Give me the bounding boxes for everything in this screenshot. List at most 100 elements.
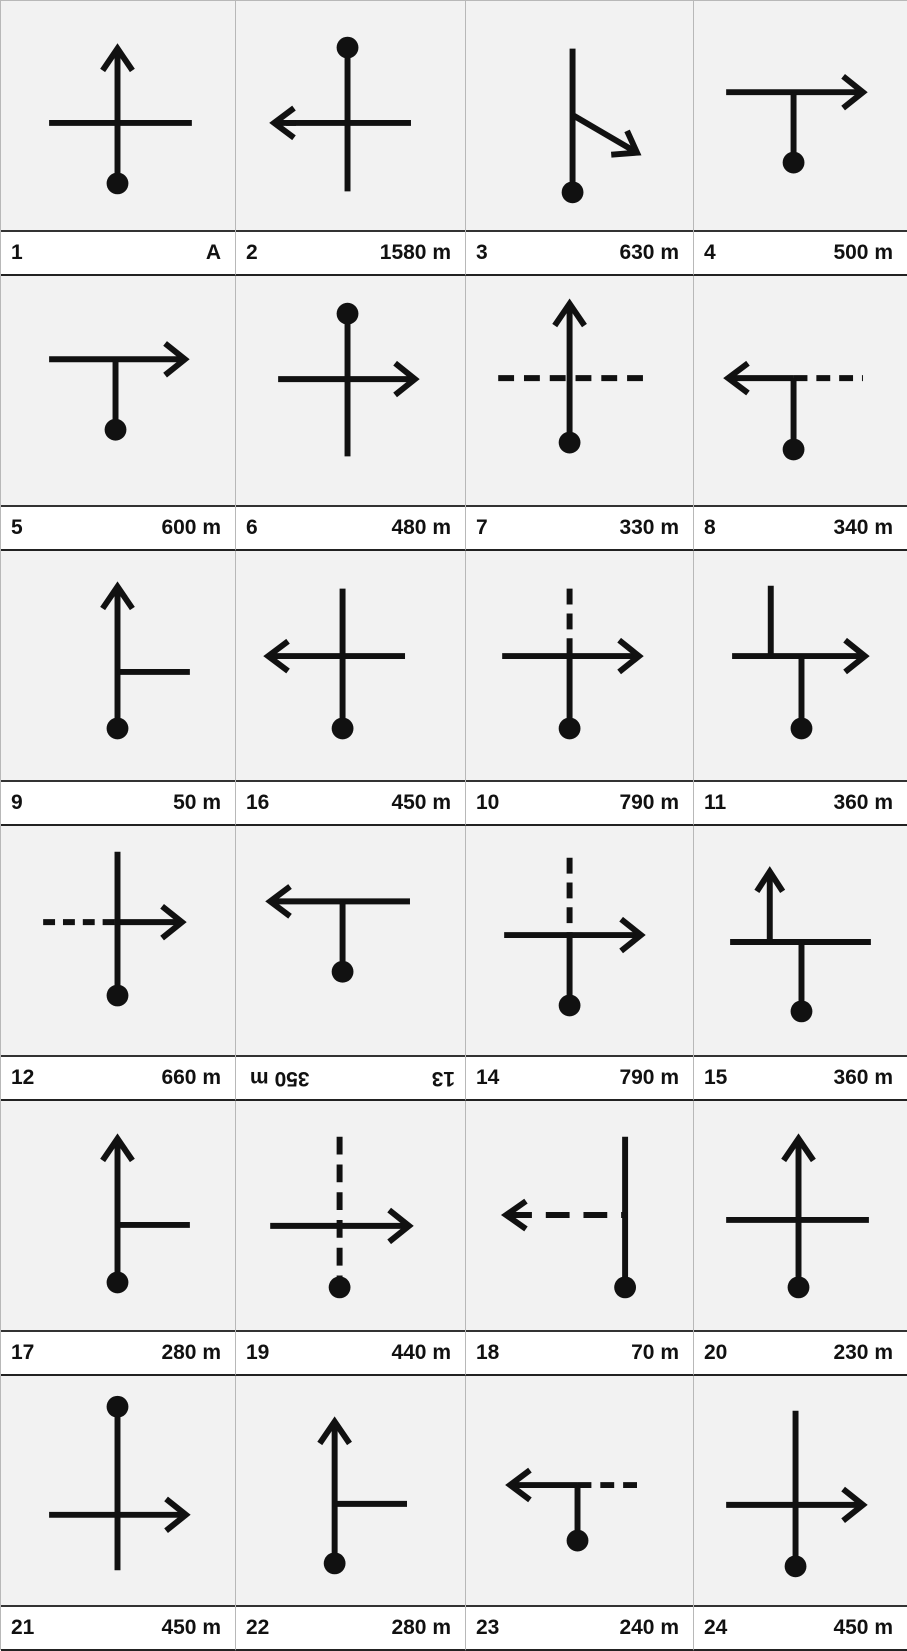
route-cell: 2 1580 m <box>236 1 466 276</box>
route-number: 3 <box>476 241 488 264</box>
right-turn-dashed-top-crossroads-icon <box>466 551 693 782</box>
route-number: 14 <box>476 1066 500 1089</box>
route-distance: 330 m <box>619 516 679 539</box>
right-turn-dashed-top-crossroads-icon <box>466 826 693 1057</box>
route-cell: 23 240 m <box>466 1376 694 1651</box>
route-caption: 5 600 m <box>1 507 235 549</box>
route-cell: 8 340 m <box>694 276 907 551</box>
route-number: 23 <box>476 1616 500 1639</box>
route-caption: 8 340 m <box>694 507 907 549</box>
route-caption: 1 A <box>1 232 235 274</box>
route-cell: 3 630 m <box>466 1 694 276</box>
route-number: 8 <box>704 516 716 539</box>
route-distance: 440 m <box>391 1341 451 1364</box>
route-distance: 500 m <box>833 241 893 264</box>
route-number: 24 <box>704 1616 728 1639</box>
route-distance: 230 m <box>833 1341 893 1364</box>
route-number: 7 <box>476 516 488 539</box>
right-t-junction-icon <box>1 276 235 507</box>
straight-left-staggered-junction-icon <box>694 826 907 1057</box>
route-distance: 340 m <box>833 516 893 539</box>
right-turn-crossroads-icon <box>236 276 465 507</box>
route-caption: 15 360 m <box>694 1057 907 1099</box>
route-caption: 23 240 m <box>466 1607 693 1649</box>
route-cell: 24 450 m <box>694 1376 907 1651</box>
route-caption: 24 450 m <box>694 1607 907 1649</box>
route-caption: 7 330 m <box>466 507 693 549</box>
route-cell: 18 70 m <box>466 1101 694 1376</box>
route-cell: 6 480 m <box>236 276 466 551</box>
route-caption: 14 790 m <box>466 1057 693 1099</box>
route-distance: 450 m <box>161 1616 221 1639</box>
route-number: 1 <box>11 241 23 264</box>
route-cell: 16 450 m <box>236 551 466 826</box>
route-cell: 21 450 m <box>1 1376 236 1651</box>
route-number: 15 <box>704 1066 728 1089</box>
right-staggered-junction-icon <box>694 551 907 782</box>
right-turn-dashed-left-crossroads-icon <box>1 826 235 1057</box>
right-turn-dashed-crossroads-icon <box>236 1101 465 1332</box>
route-caption: 6 480 m <box>236 507 465 549</box>
route-cell: 15 360 m <box>694 826 907 1101</box>
straight-right-side-junction-icon <box>1 551 235 782</box>
route-caption: 22 280 m <box>236 1607 465 1649</box>
route-number: 9 <box>11 791 23 814</box>
route-cell: 11 360 m <box>694 551 907 826</box>
route-number: 18 <box>476 1341 500 1364</box>
route-cell: 1 A <box>1 1 236 276</box>
route-distance: A <box>205 241 221 264</box>
left-turn-crossroads-icon <box>236 1 465 232</box>
route-distance: 70 m <box>631 1341 679 1364</box>
route-cell: 5 600 m <box>1 276 236 551</box>
route-distance: 660 m <box>161 1066 221 1089</box>
route-number: 6 <box>246 516 258 539</box>
route-number: 22 <box>246 1616 270 1639</box>
route-number: 21 <box>11 1616 35 1639</box>
right-turn-crossroads-icon <box>694 1376 907 1607</box>
route-number: 13 <box>431 1067 455 1090</box>
route-cell: 13 350 m <box>236 826 466 1101</box>
route-number: 4 <box>704 241 716 264</box>
route-cell: 7 330 m <box>466 276 694 551</box>
straight-right-side-junction-icon <box>236 1376 465 1607</box>
route-distance: 600 m <box>161 516 221 539</box>
route-distance: 480 m <box>391 516 451 539</box>
straight-crossroads-icon <box>694 1101 907 1332</box>
route-caption: 2 1580 m <box>236 232 465 274</box>
bear-right-fork-icon <box>466 1 693 232</box>
right-turn-crossroads-icon <box>1 1376 235 1607</box>
route-distance: 350 m <box>250 1067 310 1090</box>
route-caption: 11 360 m <box>694 782 907 824</box>
route-cell: 20 230 m <box>694 1101 907 1376</box>
route-number: 2 <box>246 241 258 264</box>
route-caption: 10 790 m <box>466 782 693 824</box>
straight-dashed-crossing-icon <box>466 276 693 507</box>
route-caption: 19 440 m <box>236 1332 465 1374</box>
left-turn-dashed-junction-icon <box>694 276 907 507</box>
route-distance: 1580 m <box>379 241 451 264</box>
route-cell: 9 50 m <box>1 551 236 826</box>
route-number: 11 <box>704 791 727 814</box>
right-t-junction-icon <box>694 1 907 232</box>
route-distance: 790 m <box>619 1066 679 1089</box>
route-number: 16 <box>246 791 270 814</box>
route-number: 19 <box>246 1341 270 1364</box>
route-cell: 4 500 m <box>694 1 907 276</box>
straight-crossroads-icon <box>1 1 235 232</box>
left-t-junction-icon <box>236 826 465 1057</box>
route-distance: 360 m <box>833 1066 893 1089</box>
route-distance: 240 m <box>619 1616 679 1639</box>
route-cell: 17 280 m <box>1 1101 236 1376</box>
route-caption: 16 450 m <box>236 782 465 824</box>
route-caption: 17 280 m <box>1 1332 235 1374</box>
route-distance: 790 m <box>619 791 679 814</box>
left-turn-crossroads-icon <box>236 551 465 782</box>
route-cell: 12 660 m <box>1 826 236 1101</box>
route-caption: 9 50 m <box>1 782 235 824</box>
left-dashed-side-junction-icon <box>466 1101 693 1332</box>
route-distance: 360 m <box>833 791 893 814</box>
route-caption: 12 660 m <box>1 1057 235 1099</box>
route-distance: 450 m <box>391 791 451 814</box>
route-distance: 50 m <box>173 791 221 814</box>
